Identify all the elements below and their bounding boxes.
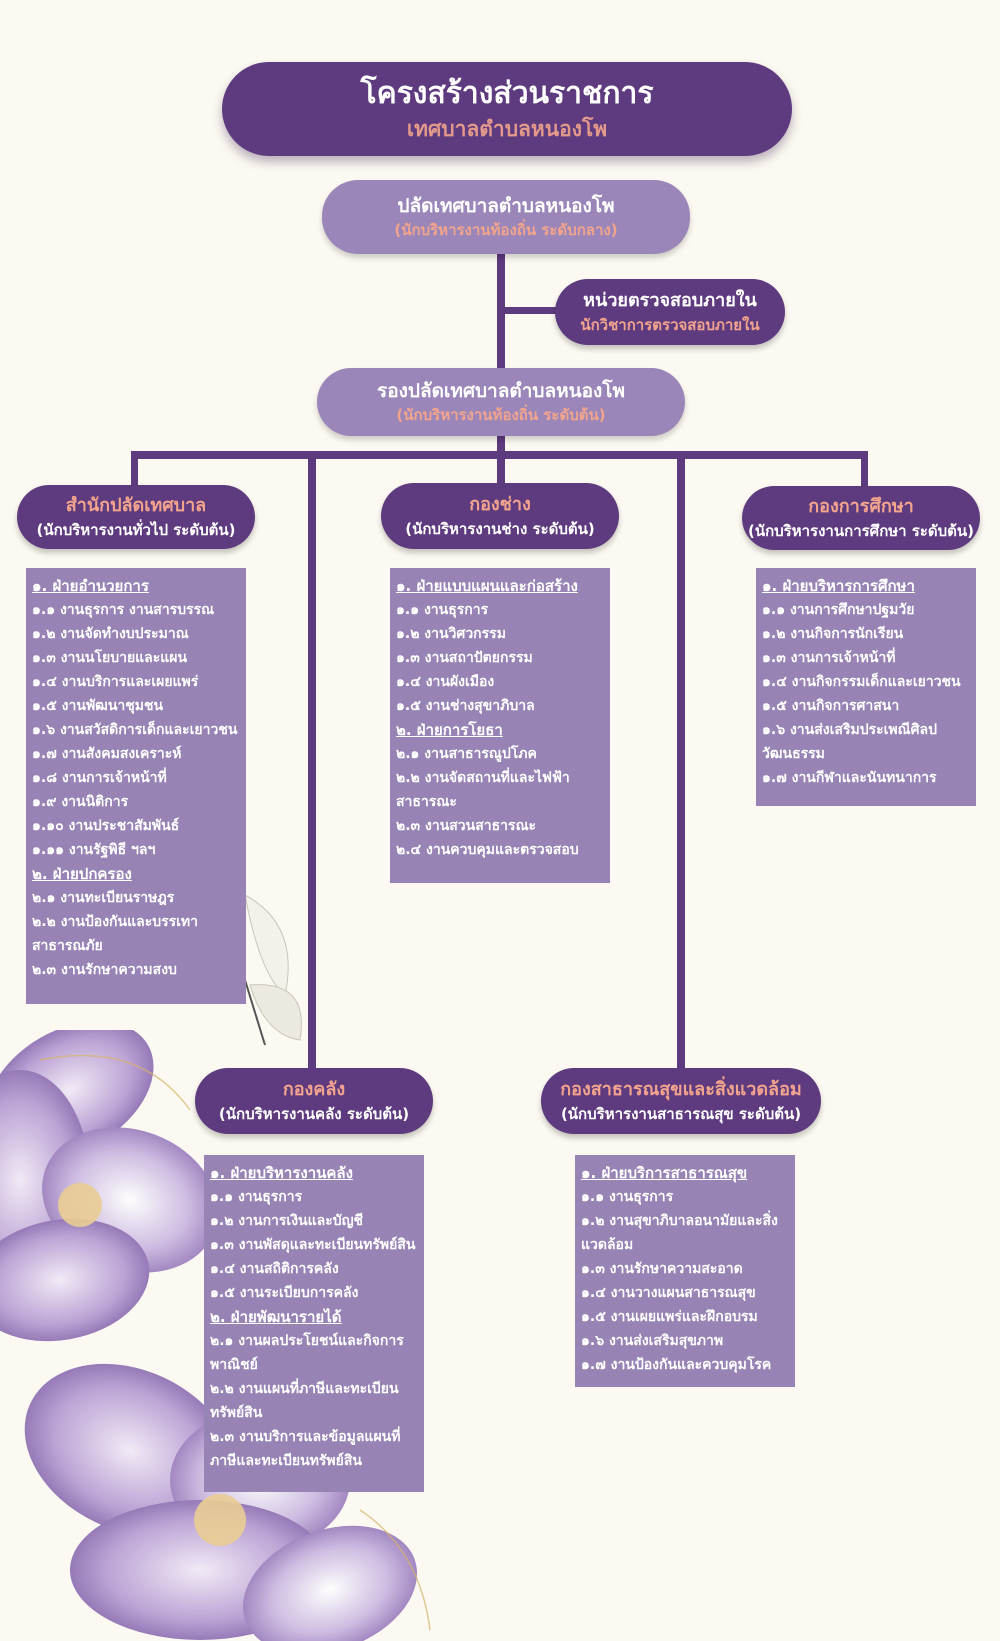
dept-pill-2: กองการศึกษา (นักบริหารงานการศึกษา ระดับต… [742, 486, 980, 550]
node-audit-subtitle: นักวิชาการตรวจสอบภายใน [580, 316, 760, 334]
list-item: ๑.๓ งานการเจ้าหน้าที่ [762, 650, 896, 666]
dept-subtitle: (นักบริหารงานสาธารณสุข ระดับต้น) [560, 1105, 802, 1123]
list-item: ๑.๑๑ งานรัฐพิธี ฯลฯ [32, 842, 156, 858]
dept-subtitle: (นักบริหารงานช่าง ระดับต้น) [405, 520, 595, 538]
list-item: ๒.๒ งานแผนที่ภาษีและทะเบียนทรัพย์สิน [210, 1381, 399, 1421]
dept-pill-3: กองคลัง (นักบริหารงานคลัง ระดับต้น) [195, 1068, 433, 1134]
list-item: ๑.๒ งานการเงินและบัญชี [210, 1213, 364, 1229]
connector-finance-drop [308, 451, 316, 1071]
dept-title: กองการศึกษา [808, 496, 914, 517]
list-item: ๑.๑ งานการศึกษาปฐมวัย [762, 602, 915, 618]
dept-pill-0: สำนักปลัดเทศบาล (นักบริหารงานทั่วไป ระดั… [17, 485, 255, 549]
dept-pill-1: กองช่าง (นักบริหารงานช่าง ระดับต้น) [381, 483, 619, 549]
list-item: ๑.๓ งานรักษาความสะอาด [581, 1261, 743, 1277]
node-chief: ปลัดเทศบาลตำบลหนองโพ (นักบริหารงานท้องถิ… [322, 180, 690, 254]
dept-pill-4: กองสาธารณสุขและสิ่งแวดล้อม (นักบริหารงาน… [541, 1068, 821, 1134]
list-item: ๑.๓ งานนโยบายและแผน [32, 650, 188, 666]
list-item: ๑.๙ งานนิติการ [32, 794, 129, 810]
list-item: ๑.๖ งานส่งเสริมประเพณีศิลปวัฒนธรรม [762, 722, 937, 762]
list-item: ๑.๕ งานกิจการศาสนา [762, 698, 900, 714]
list-item: ๑.๕ งานระเบียบการคลัง [210, 1285, 359, 1301]
chart-title-banner: โครงสร้างส่วนราชการ เทศบาลตำบลหนองโพ [222, 62, 792, 156]
node-deputy: รองปลัดเทศบาลตำบลหนองโพ (นักบริหารงานท้อ… [317, 368, 685, 436]
list-item: ๑.๕ งานช่างสุขาภิบาล [396, 698, 535, 714]
dept-title: กองสาธารณสุขและสิ่งแวดล้อม [560, 1079, 802, 1100]
section-heading: ๑. ฝ่ายบริหารการศึกษา [762, 577, 915, 595]
section-heading: ๑. ฝ่ายอำนวยการ [32, 577, 149, 595]
dept-title: กองช่าง [469, 494, 531, 515]
list-item: ๑.๗ งานสังคมสงเคราะห์ [32, 746, 182, 762]
connector-health-drop [677, 451, 685, 1071]
list-item: ๑.๑ งานธุรการ [581, 1189, 674, 1205]
dept-box-3: ๑. ฝ่ายบริหารงานคลัง๑.๑ งานธุรการ๑.๒ งาน… [204, 1155, 424, 1492]
section-heading: ๑. ฝ่ายบริหารงานคลัง [210, 1164, 353, 1182]
list-item: ๑.๑๐ งานประชาสัมพันธ์ [32, 818, 180, 834]
list-item: ๒.๓ งานบริการและข้อมูลแผนที่ภาษีและทะเบี… [210, 1429, 401, 1469]
list-item: ๑.๔ งานวางแผนสาธารณสุข [581, 1285, 756, 1301]
dept-box-2: ๑. ฝ่ายบริหารการศึกษา๑.๑ งานการศึกษาปฐมว… [756, 568, 976, 806]
list-item: ๑.๖ งานส่งเสริมสุขภาพ [581, 1333, 724, 1349]
list-item: ๑.๒ งานวิศวกรรม [396, 626, 506, 642]
list-item: ๑.๗ งานป้องกันและควบคุมโรค [581, 1357, 772, 1373]
list-item: ๑.๒ งานจัดทำงบประมาณ [32, 626, 189, 642]
list-item: ๑.๗ งานกีฬาและนันทนาการ [762, 770, 937, 786]
list-item: ๑.๕ งานพัฒนาชุมชน [32, 698, 164, 714]
dept-title: สำนักปลัดเทศบาล [65, 495, 207, 516]
list-item: ๑.๔ งานสถิติการคลัง [210, 1261, 339, 1277]
chart-subtitle: เทศบาลตำบลหนองโพ [406, 116, 608, 141]
list-item: ๑.๓ งานสถาปัตยกรรม [396, 650, 533, 666]
list-item: ๒.๑ งานทะเบียนราษฎร [32, 890, 175, 906]
connector-audit [497, 307, 557, 314]
dept-subtitle: (นักบริหารงานการศึกษา ระดับต้น) [747, 522, 975, 540]
list-item: ๑.๒ งานกิจการนักเรียน [762, 626, 904, 642]
connector-right-drop [861, 451, 868, 487]
node-deputy-title: รองปลัดเทศบาลตำบลหนองโพ [376, 380, 626, 402]
node-chief-subtitle: (นักบริหารงานท้องถิ่น ระดับกลาง) [394, 221, 618, 239]
node-chief-title: ปลัดเทศบาลตำบลหนองโพ [397, 195, 615, 217]
section-heading: ๒. ฝ่ายการโยธา [396, 721, 503, 739]
section-heading: ๒. ฝ่ายปกครอง [32, 865, 132, 883]
connector-deputy-down [497, 435, 505, 459]
chart-title: โครงสร้างส่วนราชการ [360, 76, 654, 111]
list-item: ๑.๘ งานการเจ้าหน้าที่ [32, 770, 167, 786]
section-heading: ๑. ฝ่ายแบบแผนและก่อสร้าง [396, 577, 578, 595]
list-item: ๒.๔ งานควบคุมและตรวจสอบ [396, 842, 579, 858]
list-item: ๑.๕ งานเผยแพร่และฝึกอบรม [581, 1309, 758, 1325]
list-item: ๒.๑ งานผลประโยชน์และกิจการพาณิชย์ [210, 1333, 404, 1373]
list-item: ๒.๓ งานสวนสาธารณะ [396, 818, 537, 834]
dept-box-0: ๑. ฝ่ายอำนวยการ๑.๑ งานธุรการ งานสารบรรณ๑… [26, 568, 246, 1004]
list-item: ๑.๑ งานธุรการ [396, 602, 489, 618]
butterfly-decoration [244, 894, 302, 1046]
list-item: ๑.๔ งานบริการและเผยแพร่ [32, 674, 199, 690]
list-item: ๑.๖ งานสวัสดิการเด็กและเยาวชน [32, 722, 238, 738]
list-item: ๒.๒ งานป้องกันและบรรเทาสาธารณภัย [32, 914, 199, 954]
list-item: ๑.๔ งานผังเมือง [396, 674, 495, 690]
list-item: ๒.๒ งานจัดสถานที่และไฟฟ้าสาธารณะ [396, 770, 570, 810]
connector-left-drop [131, 451, 138, 487]
section-heading: ๑. ฝ่ายบริการสาธารณสุข [581, 1164, 748, 1182]
dept-subtitle: (นักบริหารงานคลัง ระดับต้น) [218, 1105, 410, 1123]
dept-subtitle: (นักบริหารงานทั่วไป ระดับต้น) [36, 521, 236, 539]
node-audit: หน่วยตรวจสอบภายใน นักวิชาการตรวจสอบภายใน [555, 279, 785, 345]
node-audit-title: หน่วยตรวจสอบภายใน [583, 290, 757, 311]
list-item: ๑.๒ งานสุขาภิบาลอนามัยและสิ่งแวดล้อม [581, 1213, 778, 1253]
list-item: ๑.๑ งานธุรการ งานสารบรรณ [32, 602, 215, 618]
list-item: ๑.๑ งานธุรการ [210, 1189, 303, 1205]
list-item: ๑.๔ งานกิจกรรมเด็กและเยาวชน [762, 674, 961, 690]
dept-box-4: ๑. ฝ่ายบริการสาธารณสุข๑.๑ งานธุรการ๑.๒ ง… [575, 1155, 795, 1387]
dept-title: กองคลัง [282, 1079, 346, 1100]
list-item: ๒.๑ งานสาธารณูปโภค [396, 746, 537, 762]
node-deputy-subtitle: (นักบริหารงานท้องถิ่น ระดับต้น) [396, 406, 606, 424]
list-item: ๑.๓ งานพัสดุและทะเบียนทรัพย์สิน [210, 1237, 416, 1253]
connector-center-drop [497, 451, 505, 487]
dept-box-1: ๑. ฝ่ายแบบแผนและก่อสร้าง๑.๑ งานธุรการ๑.๒… [390, 568, 610, 883]
list-item: ๒.๓ งานรักษาความสงบ [32, 962, 177, 978]
section-heading: ๒. ฝ่ายพัฒนารายได้ [210, 1308, 342, 1326]
